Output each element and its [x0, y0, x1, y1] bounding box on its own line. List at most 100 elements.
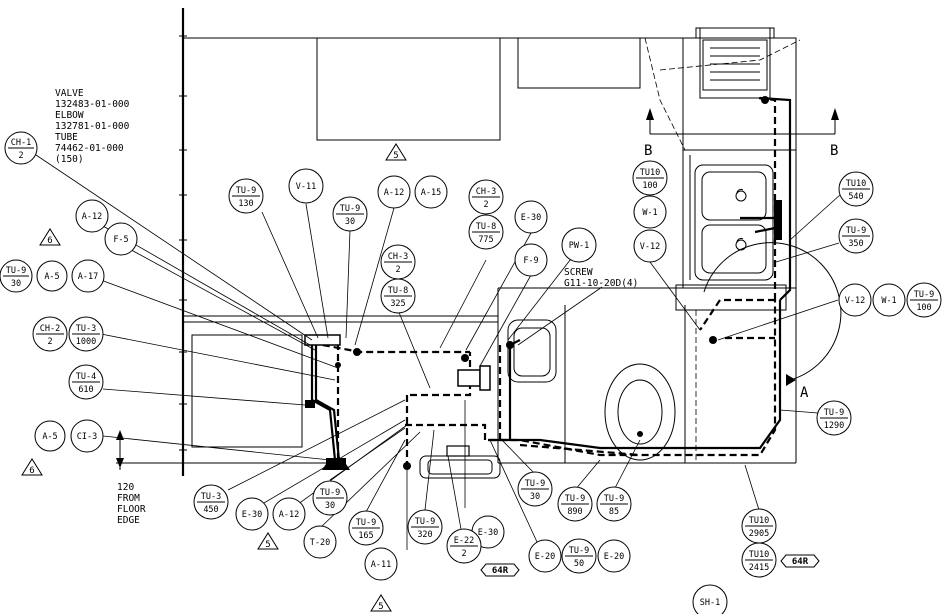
callout-label: A-11	[371, 560, 391, 570]
callout-circle	[414, 175, 448, 209]
callout-pw1: PW-1	[561, 227, 597, 263]
callout-tu9-50: TU-9 50	[561, 538, 597, 574]
callout-w1-b: W-1	[872, 283, 906, 317]
callout-bottom-label: 2	[461, 549, 466, 559]
callout-circle	[104, 222, 138, 256]
callout-tu9-165: TU-9 165	[348, 510, 384, 546]
callout-label: A-15	[421, 188, 441, 198]
tag-label: 64R	[492, 566, 509, 576]
callout-bottom-label: 540	[848, 192, 863, 202]
callout-sh1: SH-1	[692, 584, 728, 614]
callout-top-label: TU-3	[76, 324, 96, 334]
callout-bottom-label: 30	[530, 492, 540, 502]
callout-bottom-label: 325	[390, 299, 405, 309]
callout-e20-b: E-20	[597, 539, 631, 573]
callout-top-label: TU-9	[914, 290, 934, 300]
callout-top-label: TU-9	[356, 518, 376, 528]
callout-top-label: TU-9	[415, 517, 435, 527]
callout-label: F-5	[113, 235, 128, 245]
callout-bottom-label: 30	[345, 217, 355, 227]
callout-t20: T-20	[303, 525, 337, 559]
callout-top-label: CH-3	[476, 187, 496, 197]
callout-bottom-label: 890	[567, 507, 582, 517]
callout-a5-a: A-5	[36, 260, 68, 292]
callout-top-label: TU-9	[236, 186, 256, 196]
callout-a5-b: A-5	[34, 420, 66, 452]
callout-label: V-11	[296, 182, 316, 192]
detail-label: A	[800, 385, 809, 401]
callout-circle	[272, 497, 306, 531]
callout-circle	[514, 243, 548, 277]
callout-a15: A-15	[414, 175, 448, 209]
note-line: 74462-01-000	[55, 143, 124, 154]
callout-bottom-label: 50	[574, 559, 584, 569]
note-floor-edge: 120 FROM FLOOR EDGE	[117, 482, 146, 526]
callout-tu9-30-c: TU-9 30	[312, 480, 348, 516]
callout-bottom-label: 85	[609, 507, 619, 517]
callout-a12-b: A-12	[377, 175, 411, 209]
callout-label: A-12	[384, 188, 404, 198]
callout-bottom-label: 450	[203, 505, 218, 515]
callout-ch1-2: CH-1 2	[4, 131, 38, 165]
callout-ci3: CI-3	[70, 419, 104, 453]
callout-label: PW-1	[569, 241, 589, 251]
callout-label: E-30	[242, 510, 262, 520]
callout-bottom-label: 165	[358, 531, 373, 541]
note-line: ELBOW	[55, 110, 84, 121]
callout-bottom-label: 30	[325, 501, 335, 511]
callout-circle	[288, 168, 324, 204]
callout-f5: F-5	[104, 222, 138, 256]
callout-circle	[633, 195, 667, 229]
callout-tu9-30-a: TU-930	[0, 259, 33, 293]
note-line: 132781-01-000	[55, 121, 130, 132]
callout-bottom-label: 2	[395, 265, 400, 275]
callout-tu9-30-d: TU-930	[517, 471, 553, 507]
callout-circle	[235, 497, 269, 531]
callout-label: CI-3	[77, 432, 97, 442]
callout-bottom-label: 2	[47, 337, 52, 347]
callout-a12-a: A-12	[75, 199, 109, 233]
callout-ch2-2: CH-22	[32, 316, 68, 352]
callout-e30-a: E-30	[514, 200, 548, 234]
callout-top-label: CH-1	[11, 138, 31, 148]
callout-label: V-12	[640, 242, 660, 252]
note-line: FROM	[117, 493, 140, 504]
callout-circle	[514, 200, 548, 234]
callout-label: T-20	[310, 538, 330, 548]
callout-a12-c: A-12	[272, 497, 306, 531]
callout-top-label: TU-9	[569, 546, 589, 556]
leader-lines	[35, 154, 842, 550]
callout-bottom-label: 2	[18, 151, 23, 161]
triangle-label: 6	[47, 236, 52, 246]
callout-top-label: TU-9	[340, 204, 360, 214]
callout-top-label: TU-9	[604, 494, 624, 504]
callout-top-label: CH-3	[388, 252, 408, 262]
callout-top-label: TU-8	[476, 222, 496, 232]
revision-triangle: 5	[257, 532, 279, 550]
note-line: FLOOR	[117, 504, 146, 515]
note-valve-block: VALVE 132483-01-000 ELBOW 132781-01-000 …	[55, 88, 130, 165]
callout-e20-a: E-20	[528, 539, 562, 573]
callout-label: E-20	[604, 552, 624, 562]
callout-label: E-20	[535, 552, 555, 562]
callout-circle	[377, 175, 411, 209]
callout-top-label: TU-9	[320, 488, 340, 498]
callout-bottom-label: 100	[916, 303, 931, 313]
revision-triangle: 5	[385, 143, 407, 161]
revision-triangle: 5	[370, 594, 392, 612]
callout-top-label: E-22	[454, 536, 474, 546]
note-line: 132483-01-000	[55, 99, 130, 110]
section-label-right: B	[830, 143, 838, 159]
callout-tu9-100: TU-9 100	[906, 282, 942, 318]
callout-circle	[561, 227, 597, 263]
callout-label: A-17	[78, 272, 98, 282]
callout-bottom-label: 2905	[749, 529, 769, 539]
